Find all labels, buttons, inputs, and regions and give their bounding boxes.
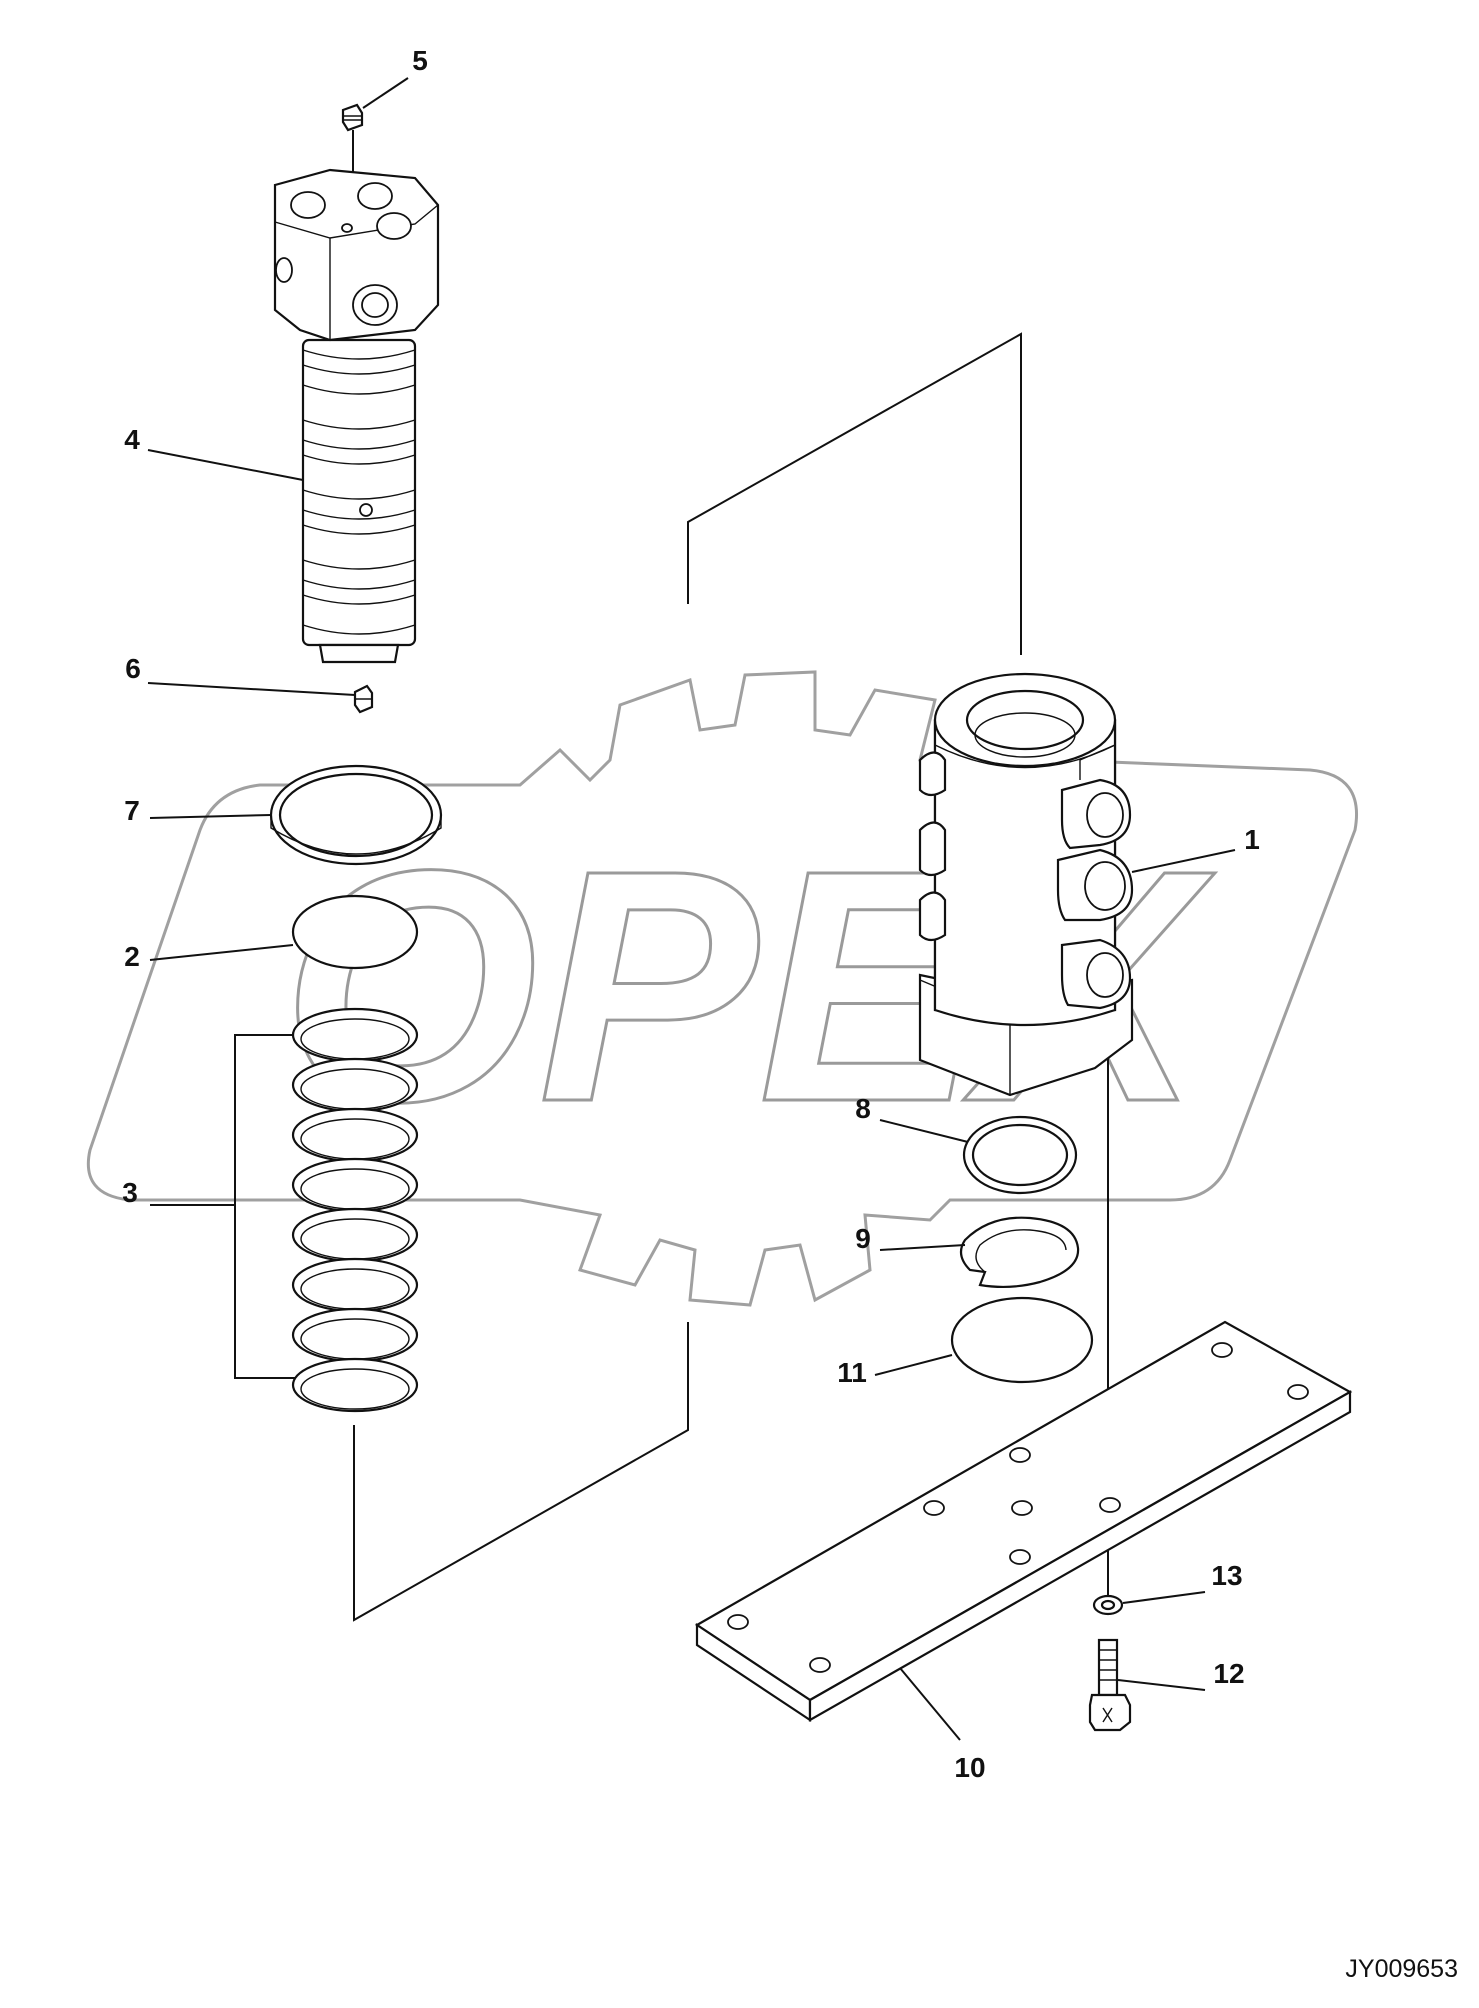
guide-line-lower: [353, 1322, 689, 1622]
document-id: JY009653: [1345, 1955, 1458, 1983]
leader-lines: [147, 77, 1236, 1741]
part-13-washer: [1092, 1594, 1124, 1616]
callout-8: 8: [855, 1093, 871, 1124]
part-6-plug: [353, 684, 374, 714]
callout-2: 2: [124, 941, 140, 972]
leader-2: [149, 944, 294, 961]
leader-10: [899, 1667, 961, 1741]
leader-6: [147, 682, 356, 696]
part-12-bolt: [1088, 1638, 1132, 1732]
part-2-o-ring: [291, 894, 419, 970]
leader-5: [362, 77, 409, 109]
stack-ring: [291, 1057, 419, 1113]
plate-hole: [1211, 1342, 1233, 1358]
guide-line-upper: [687, 332, 1022, 655]
plate-hole: [1009, 1447, 1031, 1463]
callout-9: 9: [855, 1223, 871, 1254]
leader-1: [1131, 849, 1236, 873]
plate-hole: [1099, 1497, 1121, 1513]
callout-13: 13: [1211, 1560, 1242, 1591]
callout-11: 11: [837, 1357, 867, 1388]
plate-hole: [923, 1500, 945, 1516]
plate-hole: [1009, 1549, 1031, 1565]
opex-watermark: OPEX: [86, 670, 1358, 1307]
leader-7: [149, 814, 272, 819]
callout-4: 4: [124, 424, 140, 455]
callout-5: 5: [412, 45, 428, 76]
part-1-valve-body: [918, 672, 1134, 1097]
plate-hole: [1287, 1384, 1309, 1400]
leader-11: [874, 1354, 953, 1376]
callout-12: 12: [1213, 1658, 1244, 1689]
stack-ring: [291, 1207, 419, 1263]
plate-hole: [1011, 1500, 1033, 1516]
leader-8: [879, 1119, 969, 1143]
part-8-backup-ring: [962, 1115, 1078, 1195]
part-10-mounting-plate: [694, 1320, 1353, 1723]
plate-holes: [727, 1342, 1309, 1673]
stack-ring: [291, 1007, 419, 1063]
part-9-snap-ring: [959, 1216, 1080, 1289]
stack-ring: [291, 1357, 419, 1413]
leader-9: [879, 1244, 966, 1251]
stack-ring: [291, 1307, 419, 1363]
stack-ring: [291, 1157, 419, 1213]
callout-3: 3: [122, 1177, 138, 1208]
stack-ring: [291, 1107, 419, 1163]
callout-7: 7: [124, 795, 140, 826]
leader-13: [1122, 1591, 1206, 1604]
callout-1: 1: [1244, 824, 1260, 855]
ring-stack: [291, 1007, 419, 1413]
callout-6: 6: [125, 653, 141, 684]
part-3-ring-stack: [234, 1007, 419, 1413]
leader-4: [147, 449, 304, 481]
leader-12: [1117, 1679, 1206, 1691]
part-7-backup-ring: [269, 764, 443, 866]
callout-10: 10: [954, 1752, 985, 1783]
plate-hole: [727, 1614, 749, 1630]
watermark-gear-outline: [86, 670, 1358, 1307]
stack-ring: [291, 1257, 419, 1313]
callout-labels: 1 2 3 4 5 6 7 8 9 10 11 12 13: [122, 45, 1260, 1783]
part-11-o-ring: [950, 1296, 1094, 1384]
plate-hole: [809, 1657, 831, 1673]
part-4-valve-spool: [273, 168, 440, 664]
